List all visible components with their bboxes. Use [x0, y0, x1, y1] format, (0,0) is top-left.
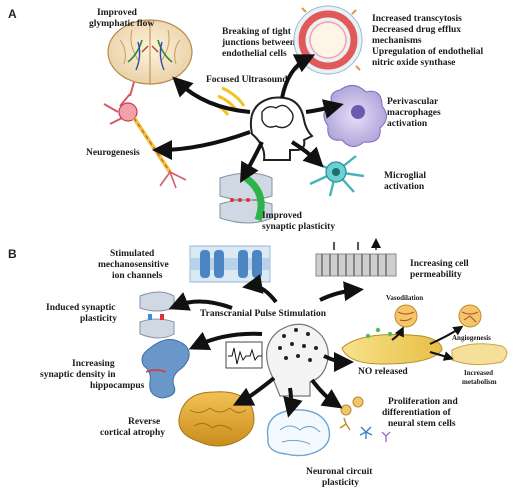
svg-text:macrophages: macrophages — [387, 108, 441, 118]
ion-channel-membrane-illustration — [189, 245, 271, 283]
svg-text:metabolism: metabolism — [462, 378, 497, 386]
svg-text:mechanosensitive: mechanosensitive — [98, 260, 169, 270]
no-released-label: NO released — [358, 367, 408, 377]
glymphatic-brain-illustration — [107, 19, 193, 85]
macrophages-label: Perivascular macrophages activation — [387, 97, 441, 129]
glymphatic-label: Improved glymphatic flow — [89, 8, 154, 29]
induced-synaptic-label: Induced synaptic plasticity — [46, 303, 117, 324]
svg-text:Stimulated: Stimulated — [110, 249, 155, 259]
svg-text:activation: activation — [387, 119, 428, 129]
svg-text:Perivascular: Perivascular — [387, 97, 439, 107]
svg-text:differentiation of: differentiation of — [382, 408, 452, 418]
svg-text:mechanisms: mechanisms — [372, 36, 422, 46]
svg-text:cortical atrophy: cortical atrophy — [100, 428, 165, 438]
tps-label: Transcranial Pulse Stimulation — [200, 309, 327, 319]
ion-channels-label: Stimulated mechanosensitive ion channels — [98, 249, 169, 281]
neurogenesis-label: Neurogenesis — [86, 148, 140, 158]
waveform-icon — [225, 341, 263, 369]
svg-text:Increased transcytosis: Increased transcytosis — [372, 14, 462, 24]
svg-text:Increased: Increased — [464, 369, 493, 377]
neuronal-circuit-label: Neuronal circuit plasticity — [306, 467, 373, 488]
microglia-illustration — [309, 155, 365, 197]
svg-text:Increasing cell: Increasing cell — [410, 259, 469, 269]
svg-text:Neuronal circuit: Neuronal circuit — [306, 467, 373, 477]
svg-text:junctions between: junctions between — [221, 38, 296, 48]
neuron-illustration — [103, 81, 187, 189]
synaptic-density-label: Increasing synaptic density in hippocamp… — [40, 359, 145, 391]
panel-b-arrows — [168, 274, 364, 418]
endothelial-effects-label: Increased transcytosis Decreased drug ef… — [372, 14, 484, 68]
svg-text:Increasing: Increasing — [72, 359, 115, 369]
hippocampus-illustration — [141, 339, 190, 399]
blood-vessel-cross-section — [293, 5, 363, 75]
focused-ultrasound-label: Focused Ultrasound — [206, 75, 288, 85]
svg-text:permeability: permeability — [410, 270, 462, 280]
svg-text:ion channels: ion channels — [112, 271, 163, 281]
cell-permeability-illustration — [315, 242, 397, 277]
angiogenesis-vessel-icon — [458, 304, 482, 328]
panel-a-arrows — [152, 54, 344, 183]
svg-text:Vasodilation: Vasodilation — [386, 294, 423, 302]
neural-circuit-brain-illustration — [266, 409, 331, 457]
panel-b-letter: B — [8, 247, 17, 261]
metabolism-vessel-icon — [451, 343, 508, 366]
microglial-label: Microglial activation — [384, 171, 426, 192]
svg-text:nitric oxide synthase: nitric oxide synthase — [372, 58, 455, 68]
panel-b-thin-arrows — [391, 325, 464, 361]
svg-text:neural stem cells: neural stem cells — [388, 419, 456, 429]
metabolism-label: Increased metabolism — [462, 369, 497, 386]
svg-text:Breaking of tight: Breaking of tight — [222, 27, 292, 37]
svg-text:Induced synaptic: Induced synaptic — [46, 303, 115, 313]
macrophage-illustration — [323, 85, 387, 147]
neural-stem-cells-illustration — [339, 396, 391, 442]
cortical-atrophy-label: Reverse cortical atrophy — [100, 417, 165, 438]
head-eeg-icon — [265, 323, 329, 397]
angiogenesis-label: Angiogenesis — [452, 334, 491, 342]
improved-synaptic-label: Improved synaptic plasticity — [262, 211, 335, 232]
svg-text:Proliferation and: Proliferation and — [388, 397, 458, 407]
vasodilation-label: Vasodilation — [386, 294, 423, 302]
svg-text:synaptic plasticity: synaptic plasticity — [262, 222, 335, 232]
svg-text:plasticity: plasticity — [80, 314, 117, 324]
panel-a-letter: A — [8, 7, 17, 21]
svg-text:Decreased drug efflux: Decreased drug efflux — [372, 25, 461, 35]
svg-text:Microglial: Microglial — [384, 171, 426, 181]
synapse-b-illustration — [139, 291, 175, 339]
no-vessel-illustration — [341, 327, 443, 365]
svg-text:Improved: Improved — [262, 211, 303, 221]
svg-text:hippocampus: hippocampus — [90, 381, 145, 391]
neural-stem-cells-label: Proliferation and differentiation of neu… — [382, 397, 458, 429]
svg-text:activation: activation — [384, 182, 425, 192]
svg-text:endothelial cells: endothelial cells — [222, 49, 287, 59]
svg-text:synaptic density in: synaptic density in — [40, 370, 116, 380]
svg-text:plasticity: plasticity — [322, 478, 359, 488]
tight-junctions-label: Breaking of tight junctions between endo… — [221, 27, 296, 59]
cell-permeability-label: Increasing cell permeability — [410, 259, 469, 280]
svg-text:Improved: Improved — [97, 8, 138, 18]
vasodilation-vessel-icon — [394, 304, 418, 328]
svg-text:Reverse: Reverse — [128, 417, 160, 427]
svg-text:Upregulation of endothelial: Upregulation of endothelial — [372, 47, 484, 57]
svg-text:glymphatic flow: glymphatic flow — [89, 19, 154, 29]
